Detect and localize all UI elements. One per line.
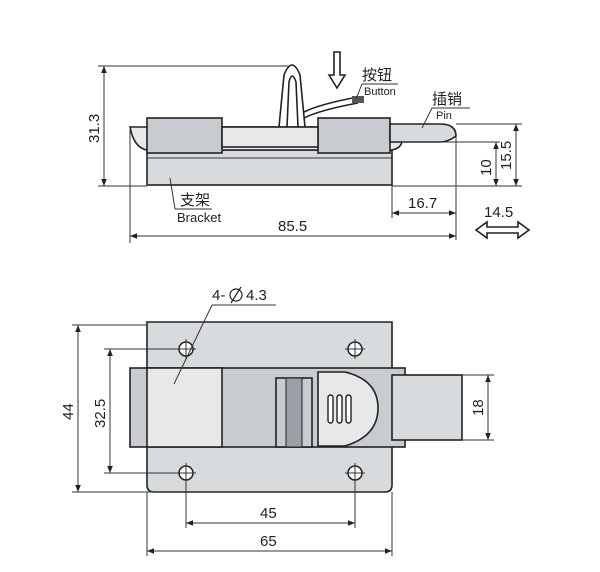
holes-diameter: 4.3 [246, 287, 267, 304]
front-block [146, 117, 223, 154]
mounting-hole [345, 339, 365, 359]
top-view: 4- 4.3 44 32.5 18 45 65 [60, 286, 494, 556]
holes-label: 4- [212, 287, 225, 304]
pin-dim-15-5: 15.5 [498, 141, 515, 170]
button-wire [303, 96, 359, 113]
grip-slot-3 [345, 394, 352, 424]
diameter-icon [229, 286, 243, 304]
top-height-dim: 44 [60, 403, 77, 420]
button-label-cn: 按钮 [362, 66, 392, 84]
top-width-dim: 65 [260, 533, 277, 550]
rear-block [317, 117, 391, 154]
middle-rail [221, 126, 319, 148]
grip-slot-2 [336, 394, 343, 424]
pin-extension-dim: 16.7 [408, 195, 437, 212]
button-tip [352, 96, 364, 103]
pin-width-dim: 18 [470, 399, 487, 416]
hole-spacing-h-dim: 45 [260, 505, 277, 522]
bracket-label-cn: 支架 [180, 191, 210, 209]
holes-count: 4- [212, 287, 225, 304]
side-view: 31.3 按钮 Button 插销 Pin 10 15.5 支架 Bracket… [86, 51, 531, 243]
travel-double-arrow-icon [474, 220, 531, 240]
push-arrow-icon [327, 51, 347, 90]
travel-dim: 14.5 [484, 204, 513, 221]
bracket-label-en: Bracket [177, 210, 221, 225]
pin-label-cn: 插销 [432, 90, 462, 108]
bracket-body [146, 149, 393, 186]
side-height-dim: 31.3 [86, 114, 103, 143]
button-spring [278, 64, 306, 128]
button-label-en: Button [364, 86, 396, 98]
grip-slot-1 [327, 394, 334, 424]
pin-label-en: Pin [436, 110, 452, 122]
side-length-dim: 85.5 [278, 218, 307, 235]
top-pin [391, 374, 463, 441]
top-front-block [146, 367, 223, 448]
pin-dim-10: 10 [478, 159, 495, 176]
hole-spacing-v-dim: 32.5 [92, 399, 109, 428]
